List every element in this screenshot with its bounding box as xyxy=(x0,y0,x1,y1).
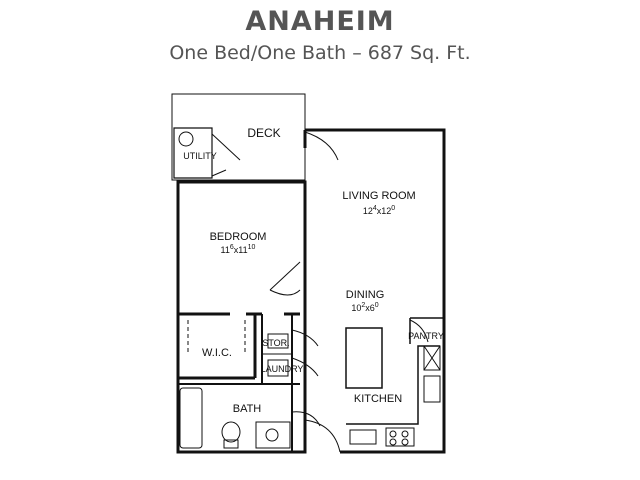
bath-walls xyxy=(178,383,293,452)
entry-door xyxy=(304,419,341,453)
sink xyxy=(423,345,441,371)
label-pantry: PANTRY xyxy=(408,331,444,341)
dim-living-room: 124x120 xyxy=(363,205,395,216)
water-heater xyxy=(178,131,194,147)
dishwasher xyxy=(423,375,441,403)
kitchen-counter xyxy=(346,345,440,425)
label-deck: DECK xyxy=(247,126,280,140)
dim-bedroom: 116x1110 xyxy=(221,244,256,255)
deck-door xyxy=(304,131,339,161)
deck-outline xyxy=(171,93,306,181)
label-bedroom: BEDROOM xyxy=(210,231,267,243)
wic-walls xyxy=(178,314,257,380)
label-laundry: LAUNDRY xyxy=(261,364,304,374)
plan-subtitle: One Bed/One Bath – 687 Sq. Ft. xyxy=(169,42,471,64)
plan-title: ANAHEIM xyxy=(245,6,395,37)
bathtub xyxy=(179,387,203,449)
utility-outline xyxy=(173,127,213,179)
label-living-room: LIVING ROOM xyxy=(342,190,415,202)
label-bath: BATH xyxy=(233,403,262,415)
label-kitchen: KITCHEN xyxy=(354,393,402,405)
pantry-walls xyxy=(409,317,444,344)
range xyxy=(385,427,415,447)
dim-dining: 102x60 xyxy=(351,302,378,313)
vanity xyxy=(255,421,291,449)
exterior-walls xyxy=(176,128,446,454)
kitchen-island xyxy=(345,327,383,389)
toilet xyxy=(221,421,241,443)
label-wic: W.I.C. xyxy=(202,347,232,359)
label-dining: DINING xyxy=(346,289,385,301)
label-utility: UTILITY xyxy=(183,151,217,161)
label-storage: STOR. xyxy=(262,338,289,348)
